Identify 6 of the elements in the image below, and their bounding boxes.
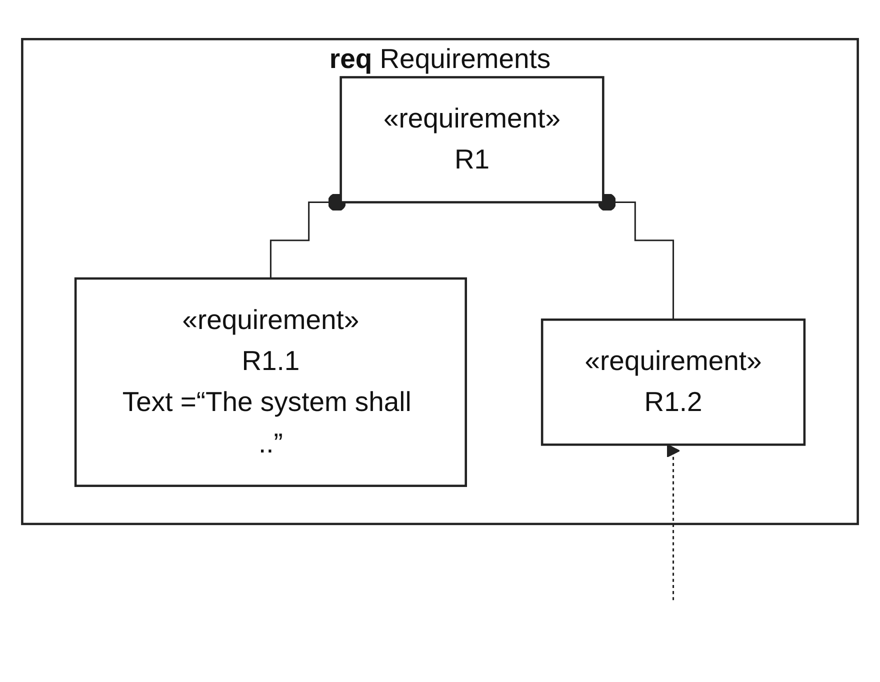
node-box: «requirement» R1	[340, 76, 604, 204]
arrow	[666, 444, 680, 601]
node-box: «requirement» R1.1 Text =“The system shall ..”	[74, 277, 467, 487]
connector	[597, 193, 674, 320]
node-box: «requirement» R1.2	[540, 318, 806, 446]
connector	[270, 193, 347, 280]
